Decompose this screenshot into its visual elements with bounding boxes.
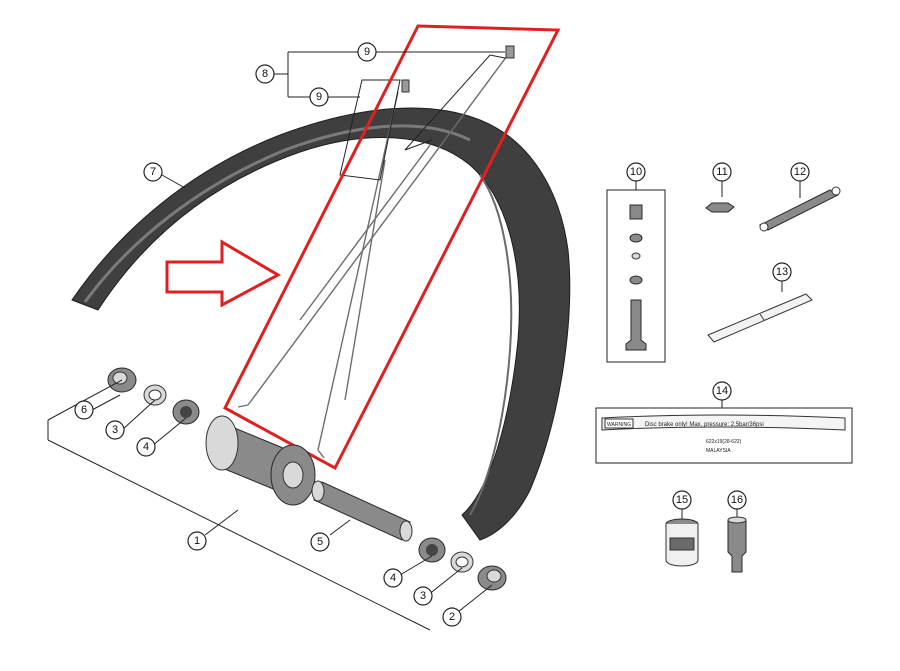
callout-10: 10 <box>626 162 646 182</box>
spoke-wrench <box>758 186 841 232</box>
spoke-crossing <box>317 91 399 451</box>
spoke-short-2 <box>299 144 431 321</box>
spacer-left-hole <box>148 389 162 401</box>
callout-9a-label: 9 <box>364 46 370 58</box>
decal-box <box>595 407 853 464</box>
rim-tape <box>707 293 813 343</box>
spoke-short <box>344 159 386 401</box>
callout-12-label: 12 <box>794 166 806 178</box>
callout-12: 12 <box>790 162 810 182</box>
callout-13-label: 13 <box>776 266 788 278</box>
callout-8-label: 8 <box>262 68 268 80</box>
decal-size-code: 622x19(28-622) <box>706 439 742 445</box>
leader-7 <box>161 174 186 189</box>
callout-14: 14 <box>712 381 732 401</box>
bracket-8 <box>274 51 358 98</box>
callout-16-label: 16 <box>731 494 743 506</box>
warning-badge <box>604 418 634 429</box>
callout-15: 15 <box>672 490 692 510</box>
grease-jar <box>665 518 699 567</box>
hub-assembly <box>107 367 507 591</box>
callout-4a: 4 <box>136 437 156 457</box>
highlight-arrow <box>165 239 282 308</box>
callout-9b-label: 9 <box>316 91 322 103</box>
callout-14-label: 14 <box>716 385 728 397</box>
spoke-bracket-right <box>404 54 506 151</box>
spoke-long <box>247 51 511 406</box>
callout-2-label: 2 <box>449 611 455 623</box>
decal-text: Disc brake only! Max. pressure: 2.5bar/3… <box>645 422 764 428</box>
axle-tool <box>727 516 747 573</box>
bearing-right-hole <box>426 544 438 556</box>
callout-4b: 4 <box>383 568 403 588</box>
callout-1: 1 <box>187 531 207 551</box>
decal-origin: MALAYSIA <box>706 448 731 454</box>
rim-body <box>71 107 571 541</box>
callout-13: 13 <box>772 262 792 282</box>
spoke-magnet <box>705 202 735 213</box>
callout-3a-label: 3 <box>112 424 118 436</box>
end-cap-right <box>477 565 507 591</box>
callout-5-label: 5 <box>317 536 323 548</box>
spoke-bend-a <box>237 404 249 408</box>
callout-16: 16 <box>727 490 747 510</box>
callout-7-label: 7 <box>150 166 156 178</box>
callout-6: 6 <box>74 400 94 420</box>
callout-15-label: 15 <box>676 494 688 506</box>
spoke-nipple-a <box>505 45 515 59</box>
callout-6-label: 6 <box>81 404 87 416</box>
spoke-bracket-left <box>339 79 401 181</box>
callout-2: 2 <box>442 607 462 627</box>
hub-shell <box>205 415 316 506</box>
callout-8: 8 <box>255 64 275 84</box>
valve-box <box>606 189 666 363</box>
callout-5: 5 <box>310 532 330 552</box>
rim-decal: WARNING Disc brake only! Max. pressure: … <box>601 414 846 454</box>
highlight-box <box>223 24 561 471</box>
callout-3b-label: 3 <box>420 590 426 602</box>
spoke-brackets <box>339 54 506 181</box>
rim <box>71 107 571 541</box>
valve-parts <box>625 204 647 351</box>
spacer-right-hole <box>455 556 469 568</box>
callout-3b: 3 <box>413 586 433 606</box>
callout-9a: 9 <box>357 42 377 62</box>
callout-3a: 3 <box>105 420 125 440</box>
spoke-nipple-b <box>401 79 410 93</box>
hub-leaders <box>47 379 493 631</box>
callout-9b: 9 <box>309 87 329 107</box>
decal-warning: WARNING <box>607 422 631 428</box>
callout-1-label: 1 <box>194 535 200 547</box>
callout-4b-label: 4 <box>390 572 396 584</box>
rim-highlight <box>83 124 471 303</box>
callout-11: 11 <box>712 162 732 182</box>
spoke-bend-b <box>317 449 325 459</box>
callout-7: 7 <box>143 162 163 182</box>
rim-inner-edge <box>469 174 513 516</box>
callout-4a-label: 4 <box>143 441 149 453</box>
bearing-left-hole <box>180 406 192 418</box>
spokes <box>237 45 515 459</box>
axle <box>311 480 413 542</box>
callout-11-label: 11 <box>716 166 727 178</box>
callout-10-label: 10 <box>630 166 642 178</box>
